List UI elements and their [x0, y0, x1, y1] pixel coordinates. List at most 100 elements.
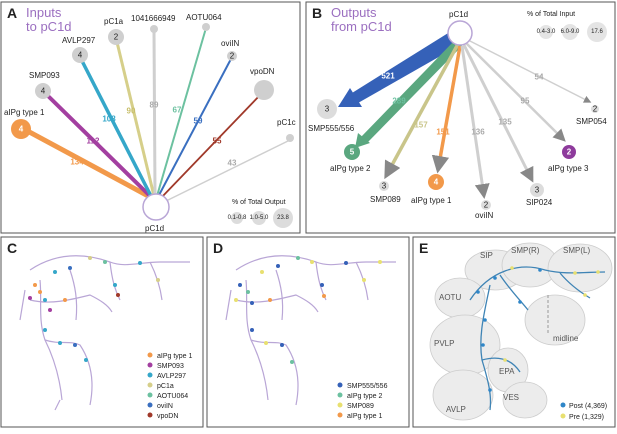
node-aipg2	[344, 144, 360, 160]
panel-d-legend: SMP555/556 aIPg type 2 SMP089 aIPg type …	[337, 382, 388, 420]
legend-title: % of Total Input	[527, 11, 575, 18]
legend-label: SMP555/556	[347, 383, 388, 390]
node-aipg1	[11, 119, 31, 139]
legend-size-medium	[252, 211, 266, 225]
node-count: 2	[593, 105, 598, 114]
node-smp054	[591, 105, 599, 113]
legend-item: 6.0-9.0	[561, 29, 580, 35]
node-aipg1-out	[428, 174, 444, 190]
panel-e-letter: E	[419, 240, 428, 256]
edge-aotu064	[156, 27, 207, 197]
node-pc1d	[447, 20, 473, 46]
legend-dot	[147, 412, 153, 418]
node-count: 5	[350, 148, 355, 157]
node-aipg3	[562, 145, 576, 159]
weight-label: 112	[87, 137, 100, 146]
region-label: SMP(R)	[511, 246, 540, 255]
legend-label: SMP089	[347, 403, 374, 410]
panel-a-title-2: to pC1d	[26, 19, 72, 34]
edge-vpodn	[159, 91, 264, 200]
panel-b-edges	[338, 30, 592, 199]
node-pc1a	[108, 29, 124, 45]
panel-b: B Outputs from pC1d 521 289 157 151 136 …	[305, 1, 616, 234]
node-smp555	[317, 99, 337, 119]
weight-label: 43	[228, 159, 237, 168]
weight-label: 157	[414, 121, 428, 130]
node-count: 2	[484, 201, 489, 210]
panel-e-legend: Post (4,369) Pre (1,329)	[560, 402, 607, 421]
edge-smp054	[467, 39, 592, 103]
legend-dot	[337, 402, 343, 408]
panel-b-nodes: pC1d 3 SMP555/556 5 aIPg type 2 3 SMP089…	[308, 10, 607, 220]
legend-label: oviIN	[157, 403, 173, 410]
panel-b-title-1: Outputs	[331, 5, 377, 20]
legend-size-large	[587, 22, 607, 42]
panel-c-letter: C	[7, 240, 17, 256]
node-vpodn	[254, 80, 274, 100]
legend-label: AOTU064	[157, 393, 188, 400]
edge-1041	[152, 29, 157, 196]
node-pc1c	[286, 134, 294, 142]
legend-label: Post (4,369)	[569, 403, 607, 410]
node-label: vpoDN	[250, 67, 275, 76]
node-label: aIPg type 3	[548, 164, 589, 173]
legend-size-large	[273, 208, 293, 228]
panel-b-legend: % of Total Input 0.4-3.0 6.0-9.0 17.6	[527, 11, 607, 42]
weight-label: 95	[521, 97, 530, 106]
weight-label: 289	[392, 97, 406, 106]
legend-label: aIPg type 2	[347, 393, 383, 400]
node-1041	[150, 25, 158, 33]
node-count: 3	[325, 105, 330, 114]
panel-e-neuron	[469, 266, 606, 411]
node-label: SIP024	[526, 198, 553, 207]
legend-title: % of Total Output	[232, 199, 286, 206]
legend-label: SMP093	[157, 363, 184, 370]
node-count: 4	[434, 178, 439, 187]
panel-c-frame	[0, 236, 204, 428]
legend-dot	[147, 392, 153, 398]
legend-item: 1.0-5.0	[250, 215, 269, 221]
weight-label: 89	[150, 101, 159, 110]
panel-d-letter: D	[213, 240, 223, 256]
node-label: SMP093	[29, 71, 60, 80]
weight-label: 135	[498, 118, 512, 127]
legend-size-medium	[562, 24, 578, 40]
panel-d: D SMP555/556 aIPg type 2	[206, 236, 410, 428]
edge-aipg2-head	[355, 133, 370, 148]
region-label: VES	[503, 393, 519, 402]
panel-d-synapses	[234, 256, 382, 364]
region-label: EPA	[499, 367, 515, 376]
edge-smp093	[42, 90, 154, 200]
panel-a: A Inputs to pC1d 134 112 108 90 89 67 59…	[0, 1, 301, 234]
node-label: pC1a	[104, 17, 124, 26]
midline-label: midline	[553, 334, 579, 343]
panel-c-legend: aIPg type 1 SMP093 AVLP297 pC1a AOTU064 …	[147, 352, 193, 420]
legend-label: pC1a	[157, 383, 174, 390]
weight-label: 108	[102, 115, 116, 124]
weight-label: 54	[535, 73, 544, 82]
legend-size-small	[231, 212, 243, 224]
node-aotu064	[202, 23, 210, 31]
legend-label: vpoDN	[157, 413, 178, 420]
edge-oviin-out	[460, 45, 490, 199]
region-label: SIP	[480, 251, 493, 260]
node-label: aIPg type 1	[4, 108, 45, 117]
node-pc1d	[142, 193, 170, 221]
node-label: oviIN	[475, 211, 493, 220]
node-count: 3	[382, 182, 387, 191]
legend-dot	[337, 392, 343, 398]
node-smp093	[35, 83, 51, 99]
weight-label: 59	[194, 117, 203, 126]
node-count: 2	[230, 52, 235, 61]
edge-aipg3	[465, 42, 566, 142]
panel-c: C aIPg type 1 SMP093	[0, 236, 204, 428]
weight-label: 151	[436, 128, 450, 137]
edge-sip024	[462, 44, 534, 183]
center-label: pC1d	[145, 224, 164, 233]
region-label: PVLP	[434, 339, 454, 348]
legend-dot	[560, 413, 566, 419]
panel-a-weights: 134 112 108 90 89 67 59 55 43	[70, 101, 237, 168]
legend-dot	[147, 402, 153, 408]
weight-label: 521	[381, 72, 395, 81]
